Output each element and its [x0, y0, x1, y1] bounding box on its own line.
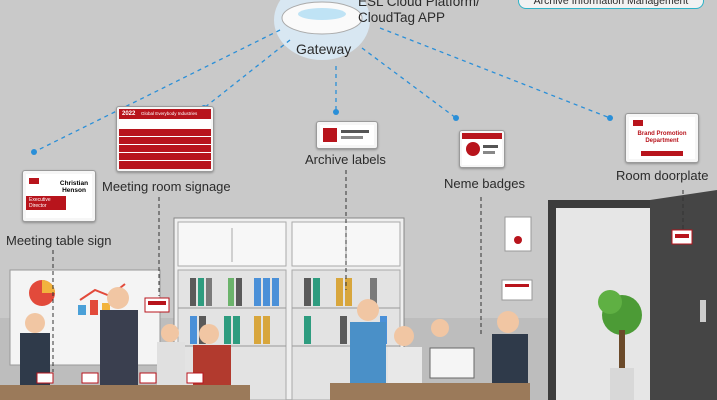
sign-name-line-1: Christian — [59, 180, 89, 187]
sign-name-line-2: Henson — [62, 187, 86, 194]
platform-line-1: ESL Cloud Platform/ — [358, 0, 480, 9]
meeting-room-signage-label: Meeting room signage — [102, 179, 231, 194]
archive-labels-label: Archive labels — [305, 152, 386, 167]
platform-line-2: CloudTag APP — [358, 10, 446, 25]
sign-title-line-1: Executive — [29, 197, 51, 203]
platform-title: ESL Cloud Platform/ CloudTag APP — [358, 0, 480, 26]
room-doorplate-device: Brand Promotion Department — [625, 113, 699, 163]
meeting-room-signage-device: 2022 Global Everybody Industries Forum — [116, 106, 214, 172]
room-doorplate-label: Room doorplate — [616, 168, 709, 183]
name-badge-device — [459, 130, 505, 168]
archive-management-pill: Archive Information Management — [518, 0, 704, 9]
doorplate-line-2: Department — [645, 138, 679, 144]
meeting-table-sign-device: Christian Henson Executive Director — [22, 170, 96, 222]
doorplate-logo — [633, 120, 643, 126]
sign-title-line-2: Director — [29, 203, 47, 209]
archive-label-device — [316, 121, 378, 149]
signage-schedule-table — [119, 129, 211, 169]
signage-event: Global Everybody Industries Forum — [119, 111, 198, 126]
signage-year: 2022 — [122, 111, 136, 117]
badge-avatar — [466, 142, 480, 156]
brand-logo — [29, 178, 39, 184]
meeting-table-sign-label: Meeting table sign — [6, 233, 112, 248]
doorplate-line-1: Brand Promotion — [637, 131, 687, 137]
name-badges-label: Neme badges — [444, 176, 525, 191]
gateway-label: Gateway — [296, 41, 352, 57]
